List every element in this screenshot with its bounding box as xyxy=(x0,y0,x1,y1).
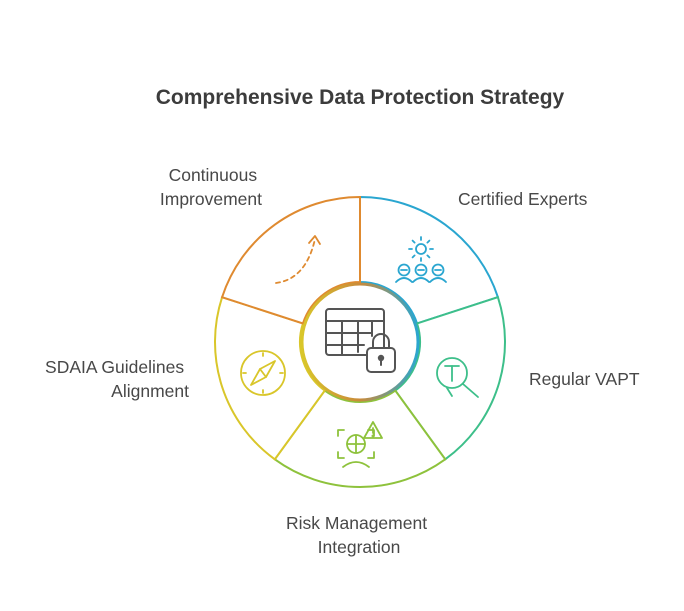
magnifier-icon xyxy=(436,357,479,398)
people-gear-icon xyxy=(395,236,447,283)
risk-warning-icon xyxy=(337,421,383,468)
segment-sdaia-guidelines-alignment[interactable] xyxy=(214,295,327,461)
wheel-segments xyxy=(214,195,506,488)
label-regular-vapt: Regular VAPT xyxy=(529,369,640,389)
segment-certified-experts[interactable] xyxy=(359,195,500,325)
curved-arrow-icon xyxy=(275,235,321,284)
segment-continuous-improvement[interactable] xyxy=(220,195,361,325)
diagram-title: Comprehensive Data Protection Strategy xyxy=(156,86,565,109)
segment-risk-management-integration[interactable] xyxy=(273,389,447,488)
center-hub[interactable] xyxy=(300,282,420,402)
compass-icon xyxy=(240,350,286,396)
label-sdaia-guidelines-alignment: SDAIA Guidelines Alignment xyxy=(45,357,189,401)
segment-regular-vapt[interactable] xyxy=(393,295,506,461)
label-continuous-improvement: Continuous Improvement xyxy=(160,165,262,209)
locked-table-icon xyxy=(325,308,396,373)
label-risk-management-integration: Risk Management Integration xyxy=(286,513,432,557)
label-certified-experts: Certified Experts xyxy=(458,189,588,209)
